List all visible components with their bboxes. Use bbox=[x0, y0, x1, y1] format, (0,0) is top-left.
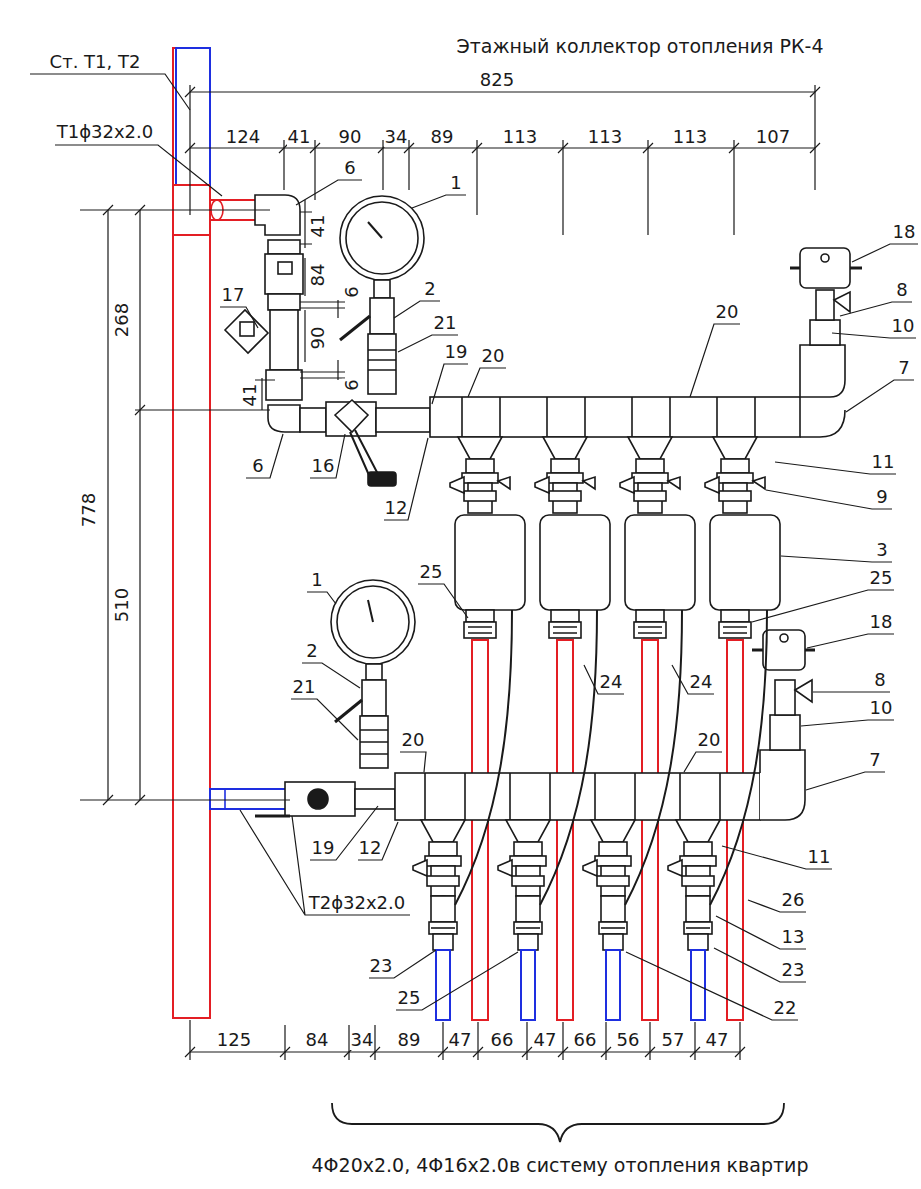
dimension-value: 90 bbox=[338, 127, 363, 147]
dimension-value: 113 bbox=[502, 127, 538, 147]
dimension-value: 125 bbox=[216, 1030, 252, 1050]
dimension-value: 6 bbox=[342, 378, 362, 391]
dimension-value: 34 bbox=[384, 127, 409, 147]
callout-number: 1 bbox=[310, 570, 323, 590]
callout-number: 20 bbox=[715, 302, 740, 322]
dimension-value: 113 bbox=[587, 127, 623, 147]
callout-number: 12 bbox=[384, 498, 409, 518]
dimension-value: 510 bbox=[112, 587, 132, 623]
callout-number: 11 bbox=[871, 452, 896, 472]
callout-number: 2 bbox=[423, 279, 436, 299]
dimension-value: 84 bbox=[308, 263, 328, 288]
dimension-value: 778 bbox=[79, 492, 99, 528]
callout-number: 10 bbox=[891, 316, 916, 336]
dimension-value: 84 bbox=[305, 1030, 330, 1050]
callout-number: 25 bbox=[869, 568, 894, 588]
dimension-value: 6 bbox=[342, 285, 362, 298]
callout-number: 20 bbox=[481, 346, 506, 366]
dimension-value: 57 bbox=[661, 1030, 686, 1050]
callout-number: 24 bbox=[689, 672, 714, 692]
dimension-value: 56 bbox=[616, 1030, 641, 1050]
callout-number: 19 bbox=[311, 838, 336, 858]
callout-number: 7 bbox=[868, 750, 881, 770]
callout-number: 25 bbox=[397, 988, 422, 1008]
dimension-value: 41 bbox=[287, 127, 312, 147]
callout-number: 23 bbox=[369, 956, 394, 976]
dimension-value: 41 bbox=[308, 214, 328, 239]
callout-number: 2 bbox=[305, 641, 318, 661]
drawing-caption: 4Φ20x2.0, 4Φ16x2.0в систему отопления кв… bbox=[311, 1155, 810, 1175]
dimension-value: 113 bbox=[672, 127, 708, 147]
callout-number: 19 bbox=[444, 342, 469, 362]
callout-number: 8 bbox=[895, 280, 908, 300]
dimension-value: 47 bbox=[705, 1030, 730, 1050]
dimension-value: 90 bbox=[308, 326, 328, 351]
dimension-value: 268 bbox=[112, 302, 132, 338]
callout-number: 20 bbox=[697, 730, 722, 750]
dimension-value: 47 bbox=[533, 1030, 558, 1050]
callout-number: 6 bbox=[343, 158, 356, 178]
callout-number: 10 bbox=[869, 698, 894, 718]
callout-number: 8 bbox=[873, 670, 886, 690]
pipe-label: Ст. Т1, Т2 bbox=[49, 52, 142, 72]
dimension-value: 124 bbox=[225, 127, 261, 147]
dimension-value: 66 bbox=[490, 1030, 515, 1050]
callout-number: 26 bbox=[781, 890, 806, 910]
callout-number: 21 bbox=[433, 313, 458, 333]
callout-number: 6 bbox=[251, 456, 264, 476]
callout-number: 9 bbox=[875, 487, 888, 507]
callout-number: 12 bbox=[358, 838, 383, 858]
callout-number: 11 bbox=[807, 847, 832, 867]
pipe-label: Т1ϕ32x2.0 bbox=[56, 122, 155, 142]
drawing-title: Этажный коллектор отопления РК-4 bbox=[456, 36, 825, 56]
dimension-value: 89 bbox=[397, 1030, 422, 1050]
dimension-value: 89 bbox=[430, 127, 455, 147]
callout-number: 7 bbox=[897, 358, 910, 378]
callout-number: 17 bbox=[221, 285, 246, 305]
callout-number: 20 bbox=[401, 730, 426, 750]
dimension-value: 41 bbox=[240, 383, 260, 408]
callout-number: 3 bbox=[875, 540, 888, 560]
callout-number: 1 bbox=[449, 173, 462, 193]
callout-number: 13 bbox=[781, 927, 806, 947]
callout-number: 21 bbox=[292, 677, 317, 697]
callout-number: 23 bbox=[781, 960, 806, 980]
callout-number: 24 bbox=[599, 672, 624, 692]
dimension-value: 107 bbox=[755, 127, 791, 147]
pipe-label: Т2ϕ32x2.0 bbox=[308, 893, 407, 913]
callout-number: 18 bbox=[892, 222, 917, 242]
dimension-value: 47 bbox=[448, 1030, 473, 1050]
callout-number: 16 bbox=[311, 456, 336, 476]
dimension-value: 34 bbox=[350, 1030, 375, 1050]
callout-number: 18 bbox=[869, 612, 894, 632]
callout-number: 22 bbox=[773, 998, 798, 1018]
dimension-value: 66 bbox=[573, 1030, 598, 1050]
dimension-value: 825 bbox=[479, 70, 515, 90]
callout-number: 25 bbox=[419, 562, 444, 582]
